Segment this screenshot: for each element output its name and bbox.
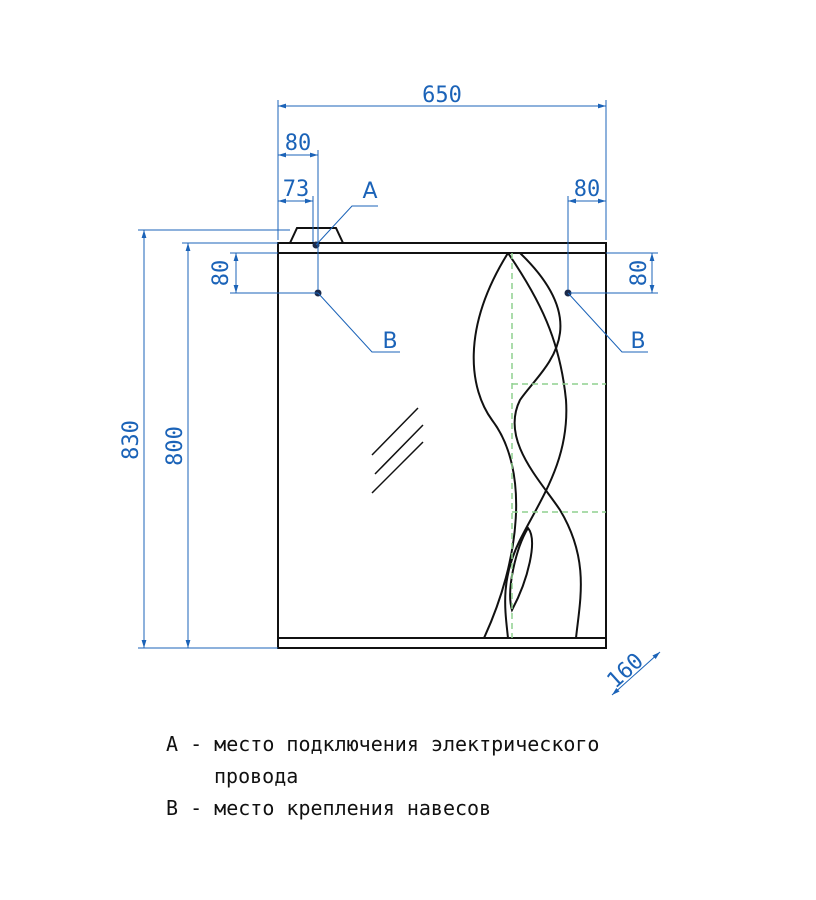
- door-wave-center: [504, 252, 568, 639]
- points: [312, 241, 572, 297]
- mirror-reflection-1: [371, 407, 419, 456]
- dim-80-left-label: 80: [285, 131, 312, 156]
- dim-160: [611, 651, 661, 696]
- mirror-reflection-2: [374, 424, 424, 475]
- legend-a-line2: провода: [214, 764, 299, 788]
- leader-a: [315, 205, 378, 246]
- dim-80-right-label: 80: [574, 177, 601, 202]
- legend-a-line1: A - место подключения электрического: [166, 732, 600, 756]
- hidden-shelves: [511, 253, 606, 638]
- dimension-lines: [138, 100, 661, 696]
- dim-73-label: 73: [283, 177, 310, 202]
- leader-b-right: [567, 292, 648, 353]
- dim-650-label: 650: [422, 83, 462, 108]
- dim-160-label: 160: [603, 649, 649, 694]
- marker-b-left-label: B: [382, 329, 397, 354]
- door-wave-left: [472, 252, 518, 639]
- top-shelf: [277, 242, 607, 254]
- door-wave-right: [513, 252, 582, 639]
- handle-cutout: [509, 526, 533, 613]
- marker-b-right-label: B: [630, 329, 645, 354]
- cabinet-outline: [277, 227, 607, 649]
- dim-80v-left-label: 80: [209, 260, 234, 287]
- bottom-shelf: [277, 637, 607, 649]
- legend-b-line: B - место крепления навесов: [166, 796, 492, 820]
- dim-800-label: 800: [163, 426, 188, 466]
- mirror-reflection-3: [371, 441, 424, 494]
- lamp-housing: [288, 227, 345, 244]
- dim-80v-right-label: 80: [627, 260, 652, 287]
- marker-a-label: A: [362, 179, 377, 204]
- leader-b-left: [317, 292, 400, 353]
- dim-830-label: 830: [119, 420, 144, 460]
- legend: A - место подключения электрического про…: [166, 728, 599, 824]
